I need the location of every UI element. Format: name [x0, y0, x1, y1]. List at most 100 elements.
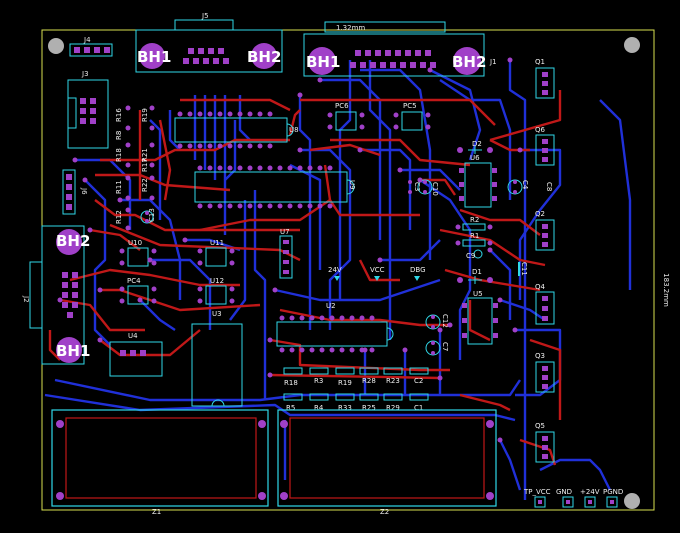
svg-text:U10: U10 [128, 239, 142, 247]
svg-text:Q3: Q3 [535, 352, 545, 360]
svg-text:Z1: Z1 [152, 508, 161, 516]
connector-j3: J3 [67, 70, 109, 149]
svg-text:GND: GND [556, 488, 572, 496]
svg-text:Z2: Z2 [380, 508, 389, 516]
svg-text:U5: U5 [473, 290, 483, 298]
ic-u6: U6 [459, 154, 497, 208]
svg-text:R22: R22 [141, 178, 149, 192]
capacitor-c3: C3 [408, 180, 421, 194]
resistors-r1-r2: R2 R1 [455, 216, 493, 247]
transistor-q2: Q2 [535, 210, 555, 251]
svg-text:C3: C3 [413, 182, 421, 191]
svg-text:Q2: Q2 [535, 210, 545, 218]
svg-text:R12: R12 [115, 210, 123, 224]
j5-ref: J5 [201, 12, 209, 20]
svg-text:C2: C2 [414, 377, 423, 385]
svg-text:R28: R28 [362, 377, 376, 385]
j1-bh1-label: BH1 [306, 53, 340, 71]
svg-text:R18: R18 [284, 379, 298, 387]
svg-text:U7: U7 [280, 228, 290, 236]
svg-text:C7: C7 [441, 342, 449, 351]
j2-ref: J2 [22, 295, 30, 303]
transistor-q6: Q6 [535, 126, 555, 166]
svg-text:R11: R11 [115, 180, 123, 194]
svg-text:24V: 24V [328, 266, 342, 274]
resistor-row-lower: R5 R4 R33 R25 R29 C1 [283, 393, 429, 412]
svg-text:PC5: PC5 [403, 102, 417, 110]
svg-text:U9: U9 [348, 180, 356, 190]
svg-text:C11: C11 [520, 262, 528, 276]
svg-text:U8: U8 [289, 126, 299, 134]
svg-text:R17: R17 [141, 158, 149, 172]
svg-text:Q5: Q5 [535, 422, 545, 430]
j1-top-label: 1.32mm [336, 24, 365, 32]
svg-text:R23: R23 [386, 377, 400, 385]
svg-text:R2: R2 [470, 216, 479, 224]
svg-text:C10: C10 [431, 182, 439, 196]
svg-text:R29: R29 [386, 404, 400, 412]
transistor-q3: Q3 [535, 352, 555, 393]
ic-u7: U7 [279, 228, 293, 279]
svg-text:D1: D1 [472, 268, 482, 276]
ic-u8: U8 [174, 111, 299, 149]
transistor-q1: Q1 [535, 58, 555, 99]
dimension-label: 183.2mm [662, 273, 670, 307]
capacitor-c7: C7 [425, 340, 449, 356]
connector-j4: J4 [69, 36, 113, 57]
svg-text:D2: D2 [472, 140, 482, 148]
component-outline-center [191, 323, 243, 407]
j1-ref: J1 [489, 58, 497, 66]
net-labels: 24V VCC DBG [328, 266, 426, 281]
svg-text:Q4: Q4 [535, 283, 546, 291]
j5-bh2-label: BH2 [247, 48, 281, 66]
svg-text:PC4: PC4 [127, 277, 141, 285]
svg-text:VCC: VCC [370, 266, 385, 274]
connector-j2: J2 BH2 BH1 [22, 225, 90, 365]
capacitor-c4: C4 [507, 179, 529, 195]
svg-text:C8: C8 [545, 182, 553, 191]
ic-u10: U10 [119, 239, 157, 267]
connector-j6: J6 [62, 169, 88, 215]
j3-ref: J3 [81, 70, 89, 78]
resistor-labels-left: R16 R19 R8 R18 R21 R11 R17 R22 R12 [115, 108, 149, 224]
svg-text:R16: R16 [115, 108, 123, 122]
svg-text:C4: C4 [521, 180, 529, 190]
mount-hole-bottom-right [624, 493, 640, 509]
svg-text:R19: R19 [141, 108, 149, 122]
svg-text:R5: R5 [286, 404, 295, 412]
ic-u11: U11 [197, 239, 235, 267]
svg-text:R3: R3 [314, 377, 323, 385]
diode-d2: D2 [457, 140, 493, 154]
svg-text:R18: R18 [115, 148, 123, 162]
diode-d1: D1 [457, 268, 493, 284]
j5-bh1-label: BH1 [137, 48, 171, 66]
svg-text:C12: C12 [441, 314, 449, 328]
j1-bh2-label: BH2 [452, 53, 486, 71]
svg-text:C13: C13 [148, 208, 156, 222]
svg-text:R4: R4 [314, 404, 324, 412]
transistors-right: Q1 Q6 Q2 Q4 Q3 Q5 [535, 58, 555, 463]
svg-text:U12: U12 [210, 277, 224, 285]
svg-text:R25: R25 [362, 404, 376, 412]
resistor-pads-left [125, 105, 155, 231]
capacitor-c12: C12 [425, 314, 449, 330]
svg-text:PGND: PGND [603, 488, 623, 496]
svg-text:C9: C9 [466, 252, 475, 260]
j6-ref: J6 [80, 187, 88, 195]
capacitor-c10: C10 [417, 179, 439, 196]
connector-j1: 1.32mm J1 BH1 BH2 [303, 21, 497, 77]
svg-text:U2: U2 [326, 302, 336, 310]
ic-u5: U5 [462, 290, 498, 345]
svg-text:U3: U3 [212, 310, 222, 318]
j4-ref: J4 [83, 36, 91, 44]
svg-text:PC6: PC6 [335, 102, 349, 110]
resistor-row-upper: R18 R3 R19 R28 R23 C2 [283, 367, 429, 387]
ic-u9: U9 [194, 165, 356, 209]
svg-text:R1: R1 [470, 232, 479, 240]
svg-text:R33: R33 [338, 404, 352, 412]
capacitor-c9: C9 [466, 249, 483, 260]
ic-u12: U12 U3 [197, 277, 235, 318]
connector-j5: J5 BH1 BH2 [135, 12, 283, 73]
relay-z2: Z2 [277, 409, 497, 516]
